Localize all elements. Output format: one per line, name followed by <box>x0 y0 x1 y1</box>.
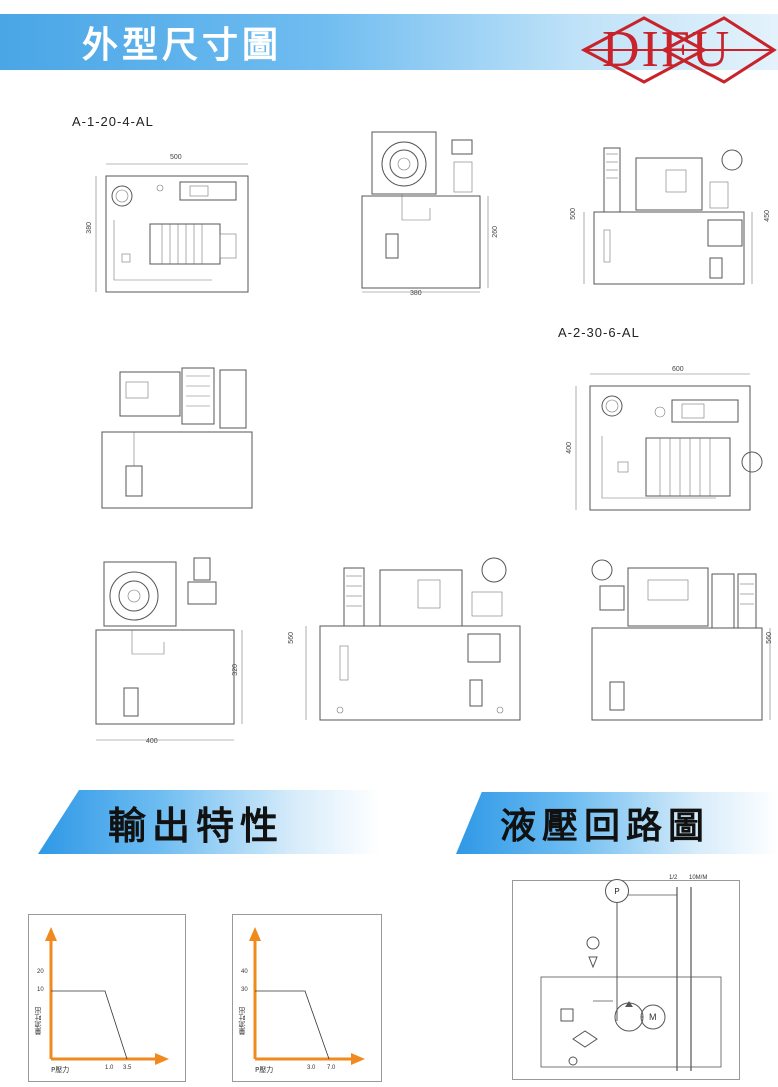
chart-1-xlabel: P壓力 <box>51 1066 70 1074</box>
chart-2-xlabel: P壓力 <box>255 1066 274 1074</box>
dim-b-front-width: 400 <box>146 738 158 745</box>
header-banner: 外型尺寸圖 <box>0 14 578 70</box>
dim-b-top-width: 600 <box>672 366 684 373</box>
chart-2-xtick-2: 7.0 <box>327 1065 336 1071</box>
dim-a-top-width: 500 <box>170 154 182 161</box>
model-a-front-alt-view <box>101 367 253 509</box>
logo-text: DIFU <box>602 21 732 78</box>
circuit-section-banner: 液壓回路圖 <box>456 792 778 854</box>
dim-a-front-width: 380 <box>410 290 422 297</box>
circuit-scale-label: 1/2 <box>669 875 678 881</box>
output-section-title: 輸出特性 <box>108 803 285 848</box>
hydraulic-circuit-diagram: P 1/2 10M/M M <box>512 875 740 1080</box>
chart-2-ylabel: 量流吐出 <box>238 1007 246 1035</box>
dim-b-side-left: 560 <box>288 632 295 644</box>
chart-1-xtick-1: 1.0 <box>105 1065 114 1071</box>
output-chart-1: 20 10 1.0 3.5 量流吐出 P壓力 <box>28 914 186 1082</box>
output-chart-1-plot <box>45 927 169 1065</box>
brand-logo: DIFU <box>578 14 778 84</box>
chart-1-ytick-high: 20 <box>37 969 44 975</box>
logo-diamond-icon <box>580 16 777 84</box>
dim-b-side-right: 560 <box>766 632 773 644</box>
circuit-lines <box>540 887 722 1071</box>
output-chart-2-plot <box>249 927 365 1065</box>
chart-2-ytick-low: 30 <box>241 987 248 993</box>
dim-a-front-height: 260 <box>492 226 499 238</box>
dim-b-front-height: 320 <box>232 664 239 676</box>
dim-a-top-depth: 380 <box>86 222 93 234</box>
dim-a-side-right: 450 <box>764 210 771 222</box>
model-b-side-view <box>305 557 521 721</box>
circuit-section-title: 液壓回路圖 <box>500 806 711 847</box>
model-b-top-view <box>575 373 763 511</box>
chart-2-ytick-high: 40 <box>241 969 248 975</box>
chart-1-ylabel: 量流吐出 <box>34 1007 42 1035</box>
dim-a-side-left: 500 <box>570 208 577 220</box>
model-a-label: A-1-20-4-AL <box>72 114 154 129</box>
output-chart-2: 40 30 3.0 7.0 量流吐出 P壓力 <box>232 914 382 1082</box>
model-b-front-view <box>95 557 243 741</box>
model-a-top-view <box>95 163 249 293</box>
page-title: 外型尺寸圖 <box>82 25 283 66</box>
circuit-motor-label: M <box>649 1012 657 1022</box>
model-b-label: A-2-30-6-AL <box>558 325 640 340</box>
circuit-pump-symbol: P <box>605 879 629 903</box>
circuit-pump-label: P <box>614 886 620 896</box>
chart-1-xtick-2: 3.5 <box>123 1065 132 1071</box>
output-section-banner: 輸出特性 <box>38 790 380 854</box>
model-b-rear-view <box>591 559 771 721</box>
chart-1-ytick-low: 10 <box>37 987 44 993</box>
model-a-front-view <box>361 131 489 293</box>
dim-b-top-depth: 400 <box>566 442 573 454</box>
circuit-spec-label: 10M/M <box>689 875 708 881</box>
chart-2-xtick-1: 3.0 <box>307 1065 316 1071</box>
model-a-side-view <box>583 147 753 285</box>
